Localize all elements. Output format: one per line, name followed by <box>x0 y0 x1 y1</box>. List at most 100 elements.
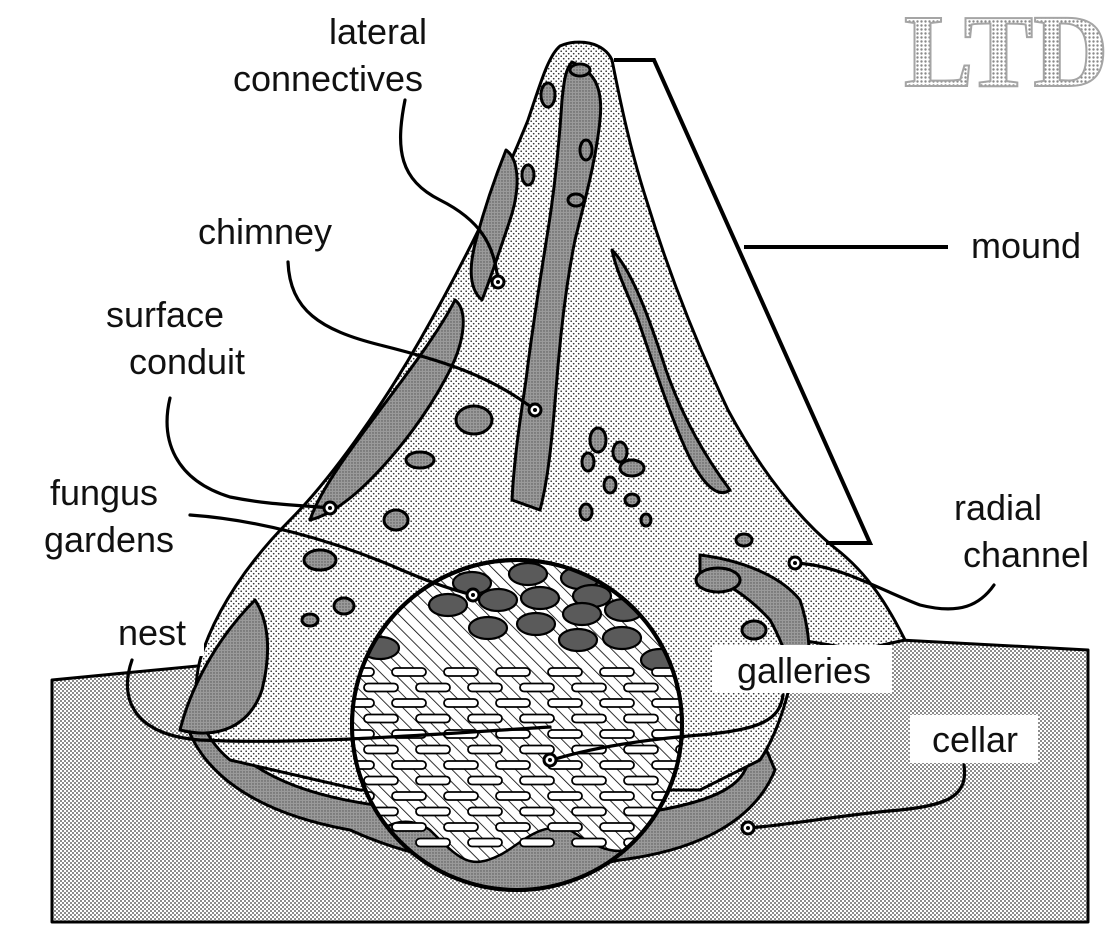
lateral-connectives-leader <box>399 98 500 284</box>
chimney-shape <box>510 60 603 512</box>
fungus-garden-chamber <box>507 561 549 587</box>
gallery-cell <box>415 682 451 693</box>
gallery-cell <box>675 744 682 755</box>
gallery-cell <box>443 698 479 708</box>
fungus-gardens-group <box>359 561 681 673</box>
gallery-cell <box>495 698 531 708</box>
fungus-garden-chamber <box>601 625 643 651</box>
gallery-cell <box>443 822 479 832</box>
gallery-cell <box>443 791 479 801</box>
fungus-garden-chamber <box>561 601 603 627</box>
gallery-cell <box>623 744 659 755</box>
gallery-cell <box>599 729 635 739</box>
chimney-leader <box>286 260 537 412</box>
gallery-cell <box>547 698 583 708</box>
gallery-cell <box>651 698 682 708</box>
gallery-cell <box>571 682 607 693</box>
label-mound: mound <box>971 225 1081 266</box>
gallery-cell <box>415 775 451 786</box>
gallery-cell <box>519 775 555 786</box>
nest-leader <box>125 658 552 743</box>
gallery-cell <box>571 713 607 724</box>
gallery-cell <box>415 837 451 848</box>
galleries-leader <box>550 693 785 762</box>
cellar-label-bg <box>910 715 1038 763</box>
gallery-cell <box>599 698 635 708</box>
fungus-gardens-leader <box>188 513 475 597</box>
gallery-cell <box>519 713 555 724</box>
gallery-cell <box>443 667 479 677</box>
gallery-cell <box>363 744 399 755</box>
label-chimney: chimney <box>198 211 332 252</box>
gallery-cell <box>352 698 375 708</box>
label-radial-channel: radial channel <box>954 487 1089 575</box>
gallery-cell <box>519 806 555 817</box>
gallery-cell <box>571 806 607 817</box>
gallery-cell <box>571 837 607 848</box>
gallery-cell <box>391 822 427 832</box>
gallery-cell <box>415 806 451 817</box>
gallery-cell <box>547 791 583 801</box>
gallery-cell <box>363 775 399 786</box>
gallery-cell <box>467 775 503 786</box>
brand-logo: LTD <box>904 0 1108 109</box>
mound-bracket <box>614 58 874 545</box>
gallery-cell <box>467 713 503 724</box>
label-galleries: galleries <box>737 650 871 691</box>
gallery-cell <box>495 760 531 770</box>
gallery-cell <box>495 667 531 677</box>
label-nest: nest <box>118 612 186 653</box>
fungus-garden-chamber <box>519 585 561 611</box>
gallery-cell <box>467 806 503 817</box>
gallery-cell <box>599 822 635 832</box>
fungus-garden-chamber <box>427 592 469 618</box>
gallery-cell <box>443 760 479 770</box>
cellar-leader <box>746 763 967 830</box>
label-surface-conduit: surface conduit <box>106 294 245 382</box>
label-cellar: cellar <box>932 719 1018 760</box>
right-conduit-shape <box>610 248 732 494</box>
gallery-cell <box>519 744 555 755</box>
surface-conduit-leader <box>165 396 332 510</box>
gallery-cell <box>391 667 427 677</box>
fungus-garden-chamber <box>557 627 599 653</box>
nest-label-bg <box>104 610 204 656</box>
gallery-cell <box>623 775 659 786</box>
gallery-cell <box>519 837 555 848</box>
gallery-cell <box>391 791 427 801</box>
gallery-cell <box>623 713 659 724</box>
gallery-cell <box>547 822 583 832</box>
label-lateral-connectives: lateral connectives <box>233 11 437 99</box>
gallery-cell <box>363 682 399 693</box>
gallery-cell <box>519 682 555 693</box>
gallery-cell <box>467 744 503 755</box>
fungus-garden-chamber <box>515 611 557 637</box>
mound-pores <box>300 62 768 641</box>
fungus-garden-chamber <box>467 615 509 641</box>
mound-left-flank <box>178 598 270 735</box>
gallery-cell <box>415 713 451 724</box>
label-fungus-gardens: fungus gardens <box>44 472 174 560</box>
gallery-cell <box>623 682 659 693</box>
radial-channel-leader <box>793 561 996 611</box>
gallery-cell <box>675 713 682 724</box>
gallery-cell <box>599 760 635 770</box>
gallery-cell <box>495 791 531 801</box>
gallery-cell <box>415 744 451 755</box>
gallery-cell <box>391 698 427 708</box>
gallery-cell <box>467 837 503 848</box>
fungus-garden-chamber <box>477 587 519 613</box>
lateral-connective-shape <box>469 148 519 302</box>
gallery-cell <box>391 760 427 770</box>
gallery-cell <box>571 775 607 786</box>
gallery-cell <box>547 667 583 677</box>
gallery-cell <box>363 713 399 724</box>
leader-tips <box>322 274 803 836</box>
gallery-cell <box>547 729 583 739</box>
gallery-cell <box>623 806 659 817</box>
gallery-cell <box>599 667 635 677</box>
galleries-label-bg <box>712 645 892 693</box>
gallery-cell <box>495 822 531 832</box>
gallery-cell <box>599 791 635 801</box>
